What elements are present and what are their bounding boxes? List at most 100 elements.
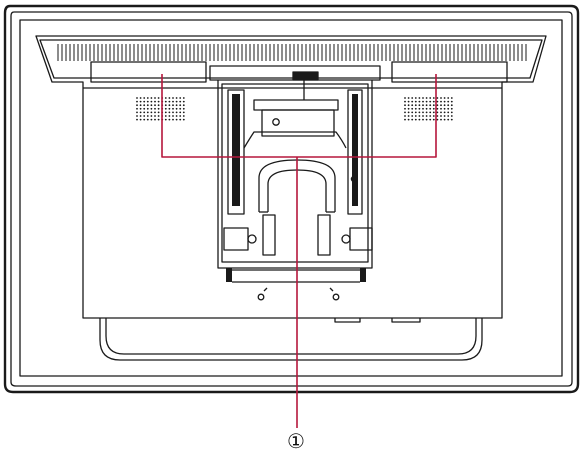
- speaker-hole: [172, 104, 174, 107]
- callout-number-1: ①: [287, 429, 305, 453]
- speaker-hole: [436, 111, 439, 114]
- speaker-hole: [154, 111, 156, 114]
- speaker-hole: [164, 104, 167, 107]
- speaker-hole: [179, 111, 182, 114]
- speaker-hole: [164, 107, 167, 110]
- speaker-hole: [414, 97, 417, 99]
- speaker-hole: [407, 100, 410, 103]
- speaker-hole: [150, 107, 153, 110]
- speaker-hole: [182, 97, 185, 99]
- speaker-hole: [414, 115, 417, 117]
- speaker-hole: [157, 118, 160, 121]
- speaker-hole: [139, 118, 142, 121]
- speaker-hole: [429, 100, 432, 103]
- speaker-hole: [139, 107, 142, 110]
- speaker-hole: [407, 107, 410, 110]
- speaker-hole: [436, 107, 439, 110]
- speaker-hole: [443, 111, 446, 114]
- speaker-hole: [157, 97, 160, 99]
- speaker-hole: [440, 111, 442, 114]
- speaker-hole: [432, 107, 435, 110]
- speaker-hole: [179, 118, 182, 121]
- speaker-hole: [175, 111, 178, 114]
- speaker-hole: [172, 118, 174, 121]
- speaker-hole: [150, 100, 153, 103]
- speaker-hole: [418, 111, 421, 114]
- speaker-hole: [422, 111, 424, 114]
- speaker-hole: [157, 115, 160, 117]
- speaker-hole: [429, 118, 432, 121]
- speaker-hole: [168, 115, 171, 117]
- speaker-hole: [414, 107, 417, 110]
- speaker-hole: [440, 107, 442, 110]
- speaker-hole: [146, 115, 149, 117]
- speaker-hole: [425, 118, 428, 121]
- speaker-hole: [450, 104, 453, 107]
- speaker-hole: [447, 104, 450, 107]
- speaker-hole: [436, 115, 439, 117]
- speaker-hole: [157, 107, 160, 110]
- speaker-hole: [404, 97, 406, 99]
- speaker-hole: [425, 104, 428, 107]
- speaker-hole: [429, 97, 432, 99]
- speaker-hole: [425, 111, 428, 114]
- speaker-hole: [143, 100, 146, 103]
- speaker-hole: [154, 118, 156, 121]
- speaker-hole: [136, 111, 138, 114]
- speaker-hole: [168, 100, 171, 103]
- speaker-hole: [407, 97, 410, 99]
- speaker-hole: [411, 115, 414, 117]
- speaker-hole: [168, 104, 171, 107]
- speaker-hole: [443, 118, 446, 121]
- speaker-hole: [429, 104, 432, 107]
- callout-leader-lines: [161, 74, 437, 428]
- speaker-hole: [175, 107, 178, 110]
- speaker-hole: [182, 115, 185, 117]
- speaker-hole: [175, 104, 178, 107]
- speaker-hole: [432, 111, 435, 114]
- speaker-hole: [450, 115, 453, 117]
- speaker-hole: [172, 100, 174, 103]
- speaker-hole: [164, 118, 167, 121]
- speaker-hole: [139, 100, 142, 103]
- speaker-hole: [418, 118, 421, 121]
- speaker-hole: [418, 100, 421, 103]
- speaker-hole: [164, 111, 167, 114]
- speaker-hole: [150, 111, 153, 114]
- speaker-hole: [146, 100, 149, 103]
- speaker-hole: [404, 111, 406, 114]
- speaker-hole: [150, 115, 153, 117]
- speaker-hole: [182, 118, 185, 121]
- speaker-hole: [182, 111, 185, 114]
- speaker-hole: [418, 97, 421, 99]
- speaker-hole: [146, 104, 149, 107]
- speaker-hole: [418, 104, 421, 107]
- speaker-hole: [179, 104, 182, 107]
- speaker-hole: [432, 118, 435, 121]
- speaker-hole: [136, 107, 138, 110]
- speaker-hole: [164, 115, 167, 117]
- speaker-hole: [407, 115, 410, 117]
- speaker-hole: [411, 111, 414, 114]
- speaker-hole: [143, 104, 146, 107]
- speaker-hole: [436, 104, 439, 107]
- speaker-hole: [450, 100, 453, 103]
- speaker-hole: [154, 104, 156, 107]
- right-handle-recess: [391, 61, 508, 83]
- speaker-hole: [143, 118, 146, 121]
- speaker-hole: [440, 118, 442, 121]
- speaker-hole: [414, 111, 417, 114]
- speaker-hole: [407, 104, 410, 107]
- speaker-hole: [150, 97, 153, 99]
- speaker-hole: [411, 107, 414, 110]
- speaker-hole: [407, 111, 410, 114]
- speaker-hole: [404, 104, 406, 107]
- speaker-hole: [404, 115, 406, 117]
- speaker-hole: [440, 104, 442, 107]
- speaker-hole: [425, 115, 428, 117]
- speaker-hole: [143, 111, 146, 114]
- speaker-hole: [179, 107, 182, 110]
- speaker-hole: [422, 104, 424, 107]
- speaker-hole: [154, 107, 156, 110]
- speaker-hole: [422, 107, 424, 110]
